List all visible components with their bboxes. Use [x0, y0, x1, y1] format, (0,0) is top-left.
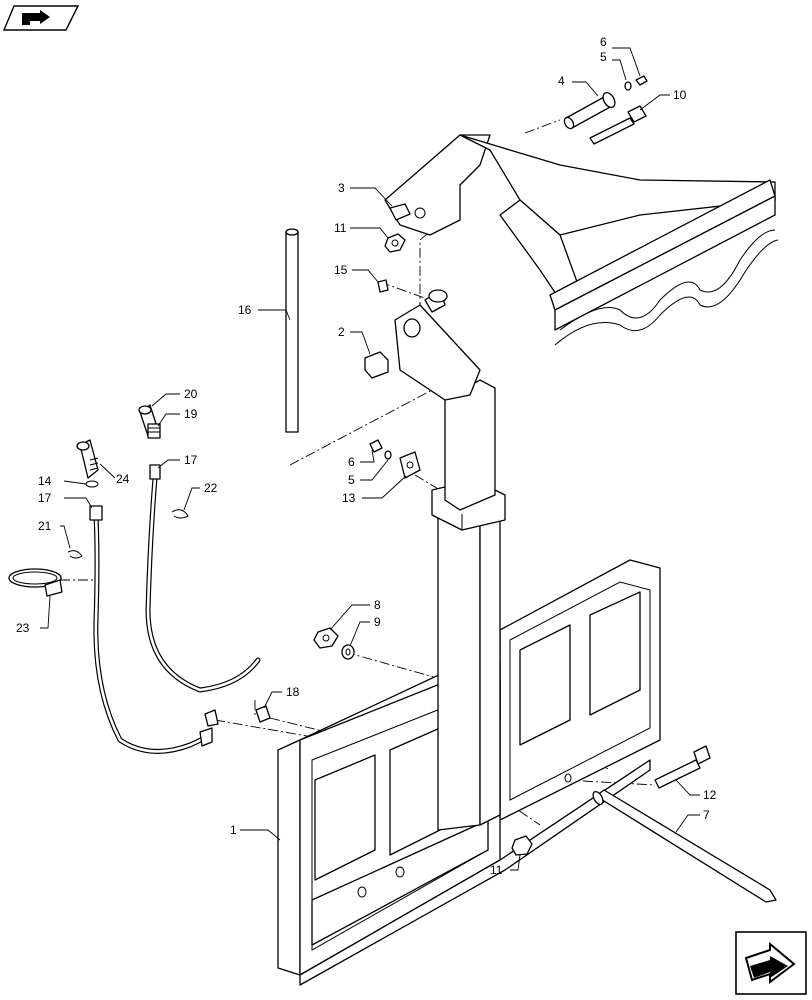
callout-12: 12: [703, 788, 717, 802]
hose-end-elbow-1: [199, 727, 213, 747]
spear-part-7: [592, 789, 777, 903]
callout-18: 18: [286, 685, 300, 699]
callout-6-top: 6: [600, 35, 607, 49]
callout-19: 19: [184, 407, 198, 421]
hose-fitting-17-right: [149, 464, 161, 480]
vertical-post: [431, 479, 506, 831]
washer-5-top: [624, 81, 632, 91]
screw-6-mid: [369, 439, 383, 453]
rod-part-16: [285, 228, 299, 433]
callout-23: 23: [16, 621, 30, 635]
callout-15: 15: [334, 263, 348, 277]
tie-22: [171, 509, 189, 519]
adapter-19: [147, 423, 161, 439]
callout-13: 13: [342, 491, 356, 505]
callout-9: 9: [374, 615, 381, 629]
upper-mast: [394, 289, 496, 511]
o-ring-14: [85, 480, 99, 488]
callout-8: 8: [374, 598, 381, 612]
hose-clamp-23: [8, 568, 63, 597]
callout-17-right: 17: [184, 453, 198, 467]
hose-end-elbow-2: [204, 709, 219, 727]
screw-6-top: [635, 75, 648, 86]
callout-21: 21: [38, 519, 52, 533]
nut-11-bottom: [511, 835, 533, 856]
callout-24: 24: [116, 472, 130, 486]
leader-lines: [40, 47, 700, 871]
callout-labels: 6 5 4 10 3 11 15 16 2 20 19 17 24 14 17 …: [16, 35, 717, 877]
grease-fitting-15: [377, 279, 389, 293]
callout-11-top: 11: [334, 221, 347, 235]
hose-fitting-17-left: [89, 505, 103, 521]
hydraulic-hose-2: [145, 475, 261, 693]
callout-14: 14: [38, 474, 52, 488]
main-frame: [277, 559, 661, 986]
coupler-24: [76, 439, 99, 479]
callout-6-mid: 6: [348, 455, 355, 469]
callout-5-mid: 5: [348, 473, 355, 487]
callout-17-left: 17: [38, 491, 52, 505]
callout-10: 10: [673, 88, 687, 102]
bracket-13: [399, 451, 421, 479]
callout-22: 22: [204, 481, 218, 495]
callout-5-top: 5: [600, 50, 607, 64]
callout-11-bottom: 11: [490, 863, 503, 877]
hydraulic-hose-1: [93, 512, 208, 754]
callout-3: 3: [338, 181, 345, 195]
tie-21: [67, 550, 83, 559]
callout-1: 1: [230, 823, 237, 837]
callout-2: 2: [338, 325, 345, 339]
block-part-3: [389, 203, 411, 221]
block-part-2: [364, 351, 389, 379]
callout-7: 7: [703, 808, 710, 822]
callout-16: 16: [238, 303, 252, 317]
nut-11-top: [384, 233, 406, 253]
callout-20: 20: [184, 387, 198, 401]
callout-4: 4: [558, 74, 565, 88]
bolt-part-12: [654, 745, 711, 789]
nut-8: [313, 627, 339, 649]
next-page-arrow-icon[interactable]: [735, 931, 807, 995]
top-arm: [384, 134, 779, 346]
pin-part-4: [563, 91, 616, 130]
fitting-18: [255, 705, 271, 723]
book-arrow-icon[interactable]: [2, 5, 80, 31]
washer-9: [341, 644, 355, 660]
bolt-part-10: [589, 105, 647, 145]
washer-5-mid: [384, 450, 392, 460]
